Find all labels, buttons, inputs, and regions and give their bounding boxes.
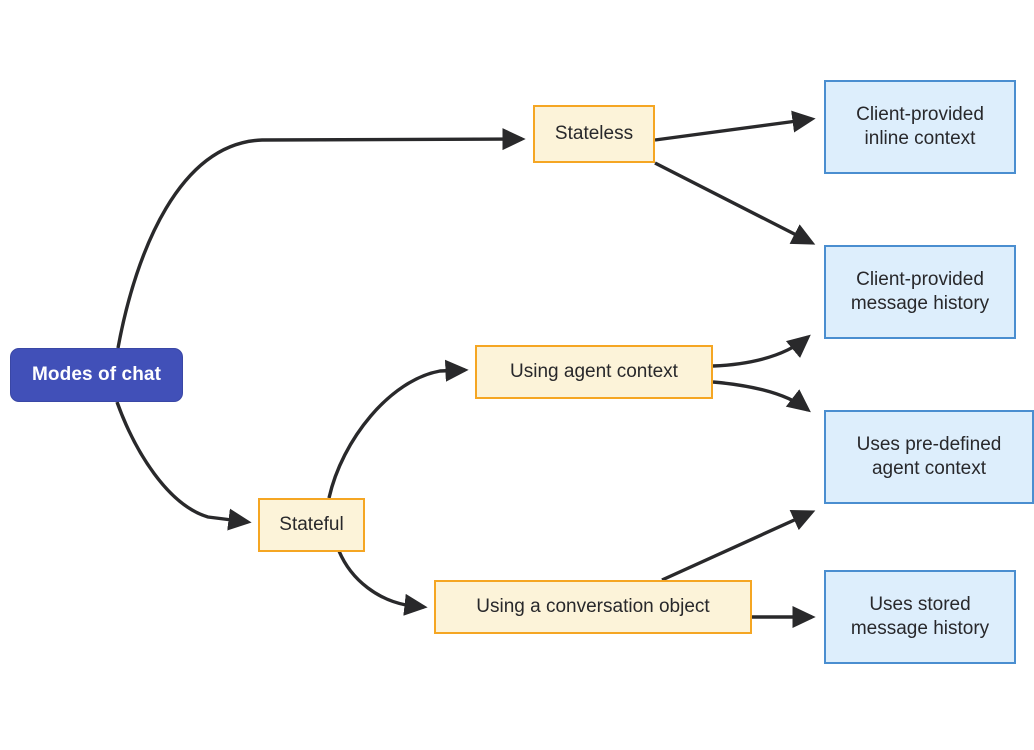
node-using-agent-context-label: Using agent context	[510, 361, 678, 383]
edge-stateful-to-conversation-object	[337, 550, 428, 616]
node-using-agent-context[interactable]: Using agent context	[475, 345, 713, 399]
node-modes-of-chat-label: Modes of chat	[31, 364, 162, 386]
node-using-conversation-object-label: Using a conversation object	[476, 596, 710, 618]
node-modes-of-chat[interactable]: Modes of chat	[10, 348, 183, 402]
edge-agent-context-to-predefined-context	[712, 380, 811, 413]
node-client-provided-inline-context[interactable]: Client-provided inline context	[824, 80, 1016, 174]
node-stateless-label: Stateless	[554, 123, 634, 145]
node-uses-predefined-agent-context[interactable]: Uses pre-defined agent context	[824, 410, 1034, 504]
node-stateless[interactable]: Stateless	[533, 105, 655, 163]
node-stateful-label: Stateful	[279, 514, 344, 536]
edge-conversation-object-to-predefined-context	[661, 510, 816, 582]
node-client-provided-inline-context-label: Client-provided inline context	[856, 104, 984, 149]
edge-stateless-to-client-history	[654, 161, 816, 245]
node-uses-predefined-agent-context-label: Uses pre-defined agent context	[856, 434, 1002, 479]
edge-root-to-stateless	[116, 128, 526, 349]
node-using-conversation-object[interactable]: Using a conversation object	[434, 580, 752, 634]
edge-agent-context-to-client-history	[712, 334, 811, 368]
edge-root-to-stateful	[115, 401, 252, 531]
node-uses-stored-message-history[interactable]: Uses stored message history	[824, 570, 1016, 664]
node-client-provided-message-history[interactable]: Client-provided message history	[824, 245, 1016, 339]
edge-stateless-to-inline-context	[654, 110, 816, 142]
node-client-provided-message-history-label: Client-provided message history	[850, 269, 990, 314]
node-stateful[interactable]: Stateful	[258, 498, 365, 552]
node-uses-stored-message-history-label: Uses stored message history	[850, 594, 990, 639]
edge-stateful-to-agent-context	[327, 359, 469, 499]
